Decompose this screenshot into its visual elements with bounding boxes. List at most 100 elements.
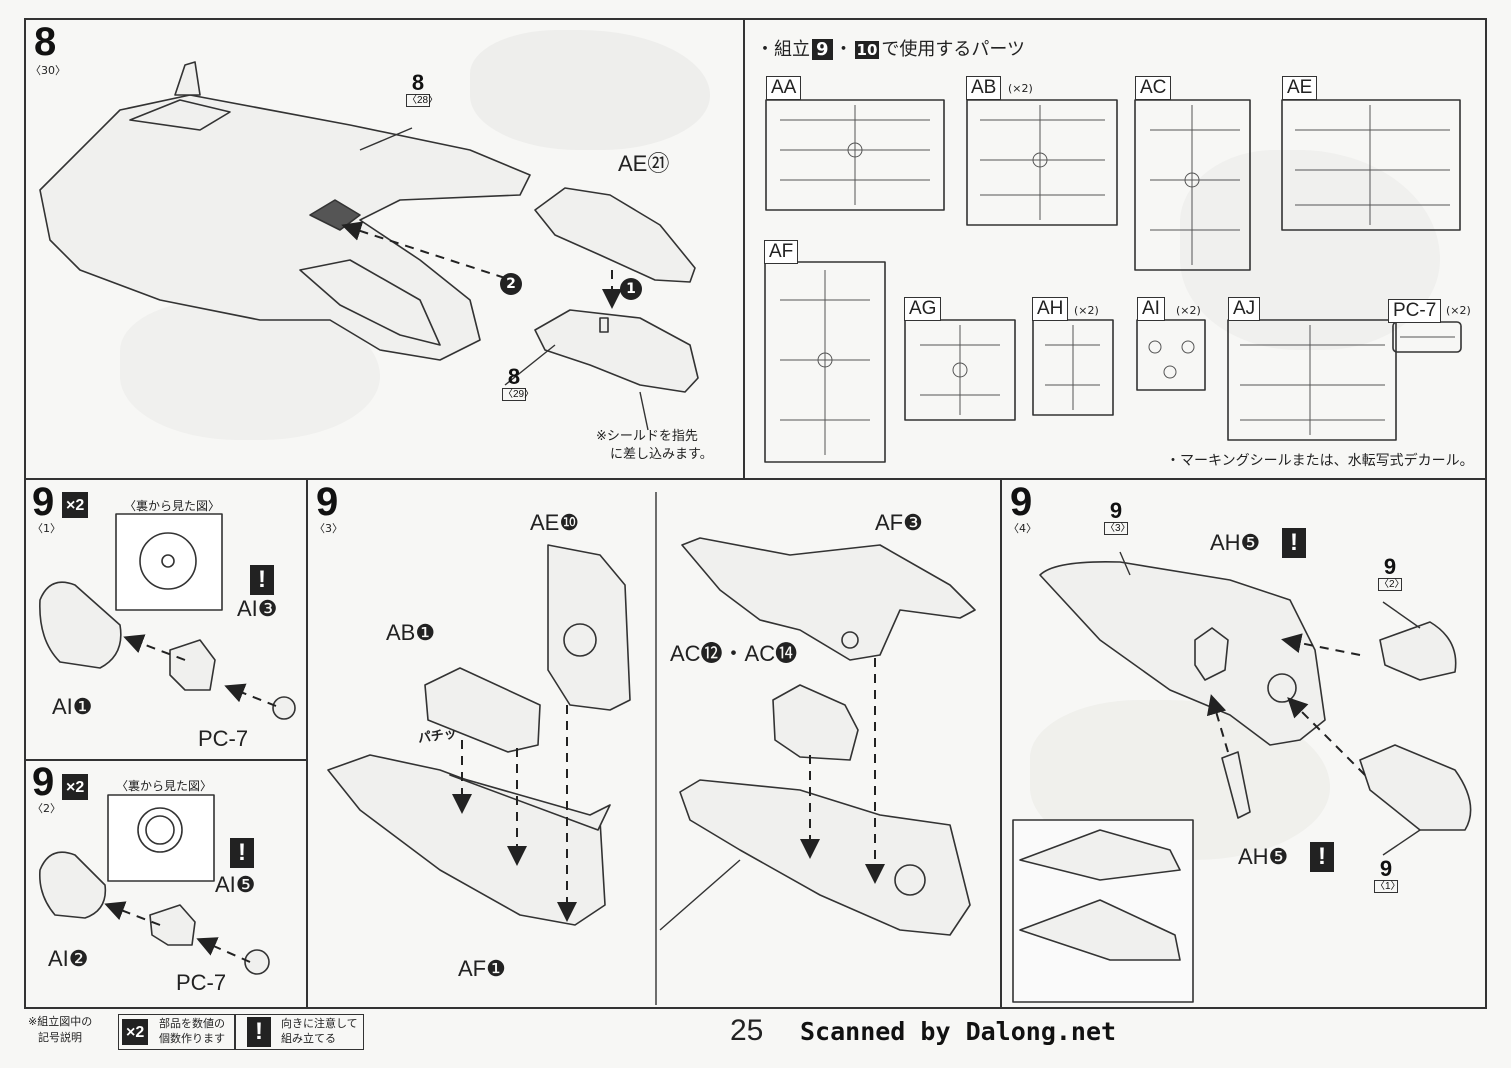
part-ai1-label: AI❶: [52, 694, 93, 719]
legend-excl-line2: 組み立てる: [281, 1032, 336, 1045]
part-af1-label: AF❶: [458, 956, 506, 981]
ref-sub: 〈3〉: [1104, 522, 1131, 535]
ref-step-9-3: 9 〈3〉: [1104, 498, 1131, 535]
runner-label-aj: AJ: [1228, 297, 1261, 321]
ref-num: 9: [1109, 498, 1123, 523]
scan-credit: Scanned by Dalong.net: [800, 1017, 1117, 1046]
part-ab1-label: AB❶: [386, 620, 436, 645]
nozzle-drawing: [38, 851, 107, 919]
fighter-body-drawing: [39, 94, 531, 361]
runner-drawing: [764, 261, 886, 463]
legend-mult-line1: 部品を数値の: [159, 1017, 225, 1030]
ref-sub: 〈1〉: [1374, 880, 1401, 893]
step-sub-9-1: 〈1〉: [32, 522, 61, 535]
runner-qty-ai: (×2): [1176, 304, 1201, 317]
page-number: 25: [730, 1014, 764, 1047]
polycap-drawing: [272, 696, 296, 720]
part-ah5-label: AH❺: [1210, 530, 1261, 555]
runner-drawing: [1134, 99, 1251, 271]
leg-assembly-drawing: [1039, 560, 1326, 746]
polycap-drawing: [244, 949, 270, 975]
step-number-9-1: 9: [32, 480, 55, 524]
part-ai3-label: AI❸: [237, 596, 278, 621]
legend-mult-box: ×2 部品を数値の 個数作ります: [118, 1014, 236, 1050]
legend-heading-line1: ※組立図中の: [28, 1015, 93, 1028]
runner-label-pc7: PC-7: [1388, 299, 1442, 323]
ref-step-9-1: 9 〈1〉: [1374, 856, 1401, 893]
step-sub-9-2: 〈2〉: [32, 802, 61, 815]
ref-sub: 〈2〉: [1378, 578, 1405, 591]
step-sub-9-4: 〈4〉: [1008, 522, 1037, 535]
ref-num: 8: [411, 70, 425, 95]
step-number-9-3: 9: [316, 480, 339, 524]
runner-label-ac: AC: [1135, 76, 1172, 100]
part-ae10-label: AE❿: [530, 510, 580, 535]
step-sub-8: 〈30〉: [30, 64, 66, 77]
ref-num: 8: [507, 364, 521, 389]
multiplier-badge: ×2: [122, 1019, 149, 1045]
part-ai5-label: AI❺: [215, 872, 256, 897]
ref-num: 9: [1383, 554, 1397, 579]
runner-qty-pc7: (×2): [1446, 304, 1471, 317]
title-suffix: で使用するパーツ: [881, 39, 1026, 60]
legend-heading-line2: 記号説明: [38, 1031, 82, 1044]
runner-label-ai: AI: [1137, 297, 1165, 321]
part-ae21-label: AE㉑: [618, 151, 670, 176]
back-view-label: 〈裏から見た図〉: [124, 499, 221, 513]
nozzle-drawing: [1359, 744, 1472, 831]
shield-note-line2: に差し込みます。: [610, 447, 713, 462]
panel-step-9-4: [1000, 478, 1487, 1009]
runner-drawing: [1032, 319, 1114, 416]
title-step-9: 9: [812, 39, 833, 60]
step-sub-9-3: 〈3〉: [314, 522, 343, 535]
nozzle-drawing: [39, 581, 122, 669]
back-view-label: 〈裏から見た図〉: [116, 779, 213, 793]
ref-sub: 〈28〉: [406, 94, 439, 107]
symbol-legend: ※組立図中の 記号説明 ×2 部品を数値の 個数作ります ! 向きに注意して 組…: [24, 1012, 364, 1052]
runner-label-ag: AG: [904, 297, 942, 321]
part-af3-label: AF❸: [875, 510, 923, 535]
step-number-9-2: 9: [32, 760, 55, 804]
legend-mult-line2: 個数作ります: [159, 1032, 225, 1045]
nozzle-drawing: [149, 904, 196, 946]
runner-qty-ah: (×2): [1074, 304, 1099, 317]
shield-part-drawing: [534, 187, 696, 283]
runner-drawing: [1281, 99, 1461, 231]
runner-drawing: [904, 319, 1016, 421]
orientation-warning-icon: !: [1282, 528, 1306, 558]
part-ah5-label: AH❺: [1238, 844, 1289, 869]
af1-part-drawing: [327, 754, 606, 926]
ref-step-9-2: 9 〈2〉: [1378, 554, 1405, 591]
ab1-part-drawing: [424, 667, 541, 753]
nozzle-drawing: [169, 639, 216, 691]
bleed-through-shape: [470, 30, 710, 150]
runner-drawing: [1136, 319, 1206, 391]
af3-part-drawing: [681, 537, 976, 661]
legend-excl-box: ! 向きに注意して 組み立てる: [234, 1014, 364, 1050]
part-pc7-label: PC-7: [198, 726, 249, 751]
part-ai2-label: AI❷: [48, 946, 89, 971]
part-ac12-ac14-label: AC⓬・AC⓮: [670, 641, 798, 666]
runner-drawing: [966, 99, 1118, 226]
runner-label-ab: AB: [966, 76, 1002, 100]
orientation-warning-icon: !: [247, 1017, 271, 1047]
assembly-order-1-badge: 1: [620, 278, 642, 300]
ref-num: 9: [1379, 856, 1393, 881]
ref-step-8-28: 8 〈28〉: [406, 70, 439, 107]
orientation-warning-icon: !: [250, 565, 274, 595]
decal-note: ・マーキングシールまたは、水転写式デカール。: [1166, 453, 1474, 469]
shield-note-line1: ※シールドを指先: [596, 429, 698, 444]
runner-qty-ab: (×2): [1008, 82, 1033, 95]
title-sep: ・: [834, 39, 853, 60]
multiplier-badge: ×2: [62, 774, 89, 800]
step-number-8: 8: [34, 20, 57, 64]
ac-part-drawing: [772, 684, 859, 761]
nozzle-drawing: [1379, 621, 1457, 681]
title-step-10: 10: [854, 41, 880, 59]
runner-label-af: AF: [764, 240, 799, 264]
title-prefix: ・組立: [756, 39, 810, 60]
assembly-order-2-badge: 2: [500, 273, 522, 295]
shaft-drawing: [1221, 751, 1251, 819]
